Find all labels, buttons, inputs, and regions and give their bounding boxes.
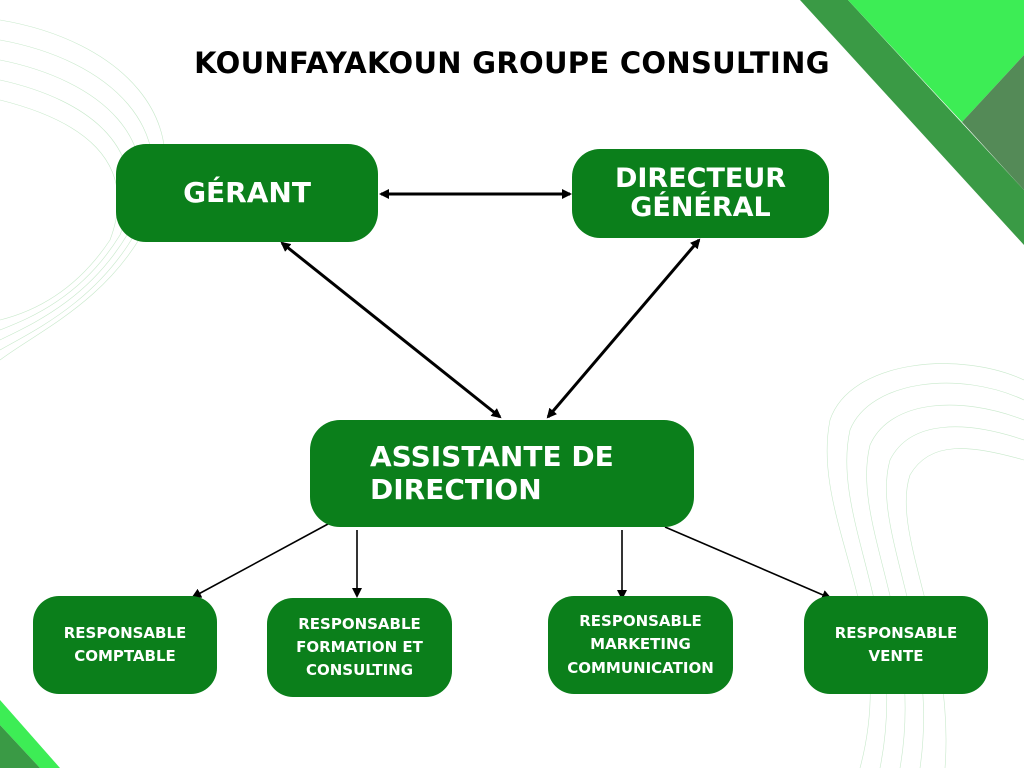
node-responsable-formation: RESPONSABLE FORMATION ET CONSULTING <box>267 598 452 697</box>
arrow-directeur-assistante <box>546 238 701 419</box>
arrow-to-comptable <box>191 523 329 598</box>
page-title: KOUNFAYAKOUN GROUPE CONSULTING <box>194 46 830 80</box>
wave-lines-right <box>826 363 1024 768</box>
node-responsable-marketing: RESPONSABLE MARKETING COMMUNICATION <box>548 596 733 694</box>
corner-bright <box>848 0 1024 122</box>
corner-grey <box>962 55 1024 190</box>
node-assistante-direction: ASSISTANTE DE DIRECTION <box>310 420 694 527</box>
corner-bottom-band <box>0 725 40 768</box>
node-responsable-comptable: RESPONSABLE COMPTABLE <box>33 596 217 694</box>
corner-band <box>800 0 1024 245</box>
node-responsable-vente: RESPONSABLE VENTE <box>804 596 988 694</box>
arrow-gerant-assistante <box>280 241 502 419</box>
corner-bottom-bright <box>0 700 60 768</box>
arrow-to-vente <box>664 526 832 600</box>
node-gerant: GÉRANT <box>116 144 378 242</box>
node-directeur-general: DIRECTEUR GÉNÉRAL <box>572 149 829 238</box>
